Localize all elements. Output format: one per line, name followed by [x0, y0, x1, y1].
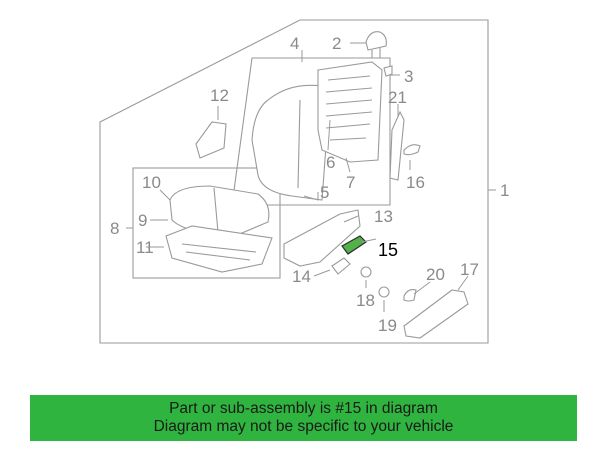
cushion-frame-springs — [181, 243, 257, 261]
callout-19: 19 — [378, 316, 397, 335]
assembly-frame — [99, 19, 489, 344]
part-19 — [378, 286, 390, 298]
callout-14: 14 — [292, 267, 311, 286]
part-20 — [403, 289, 417, 302]
cushion-seam — [213, 187, 219, 233]
callout-15: 15 — [378, 240, 398, 260]
leader-lines — [126, 42, 496, 312]
seatback-seam — [297, 99, 301, 189]
seatback-cover — [251, 84, 331, 201]
callout-4: 4 — [290, 34, 299, 53]
seatback-outline — [231, 57, 391, 206]
info-banner: Part or sub-assembly is #15 in diagram D… — [30, 395, 577, 441]
callout-16: 16 — [406, 173, 425, 192]
recliner-bracket — [389, 110, 405, 181]
side-bracket — [195, 121, 227, 159]
callout-6: 6 — [326, 153, 335, 172]
callout-5: 5 — [320, 183, 329, 202]
callout-11: 11 — [136, 238, 154, 257]
banner-line-2: Diagram may not be specific to your vehi… — [153, 418, 454, 435]
cushion-frame — [165, 225, 273, 273]
callout-2: 2 — [332, 34, 341, 53]
callout-18: 18 — [356, 291, 375, 310]
headrest — [365, 31, 387, 51]
part-17 — [403, 289, 469, 339]
callout-17: 17 — [460, 260, 479, 279]
callout-10: 10 — [142, 173, 161, 192]
callout-8: 8 — [110, 219, 119, 238]
callout-13: 13 — [374, 207, 393, 226]
callout-1: 1 — [500, 181, 509, 200]
callout-3: 3 — [404, 67, 413, 86]
highlighted-part-15 — [341, 235, 367, 255]
callout-7: 7 — [346, 173, 355, 192]
callout-20: 20 — [426, 265, 445, 284]
side-shield — [283, 209, 361, 267]
part-18 — [360, 266, 372, 278]
seatback-frame-spring — [325, 75, 373, 141]
headrest-posts — [371, 48, 381, 58]
recliner-knob — [403, 144, 421, 156]
callout-9: 9 — [138, 211, 147, 230]
callout-12: 12 — [210, 86, 229, 105]
callout-21: 21 — [388, 88, 407, 107]
headrest-guide — [383, 65, 393, 77]
cushion-group-box — [132, 167, 281, 279]
banner-line-1: Part or sub-assembly is #15 in diagram — [169, 400, 438, 417]
part-14 — [331, 257, 351, 275]
seatback-frame — [317, 61, 383, 163]
